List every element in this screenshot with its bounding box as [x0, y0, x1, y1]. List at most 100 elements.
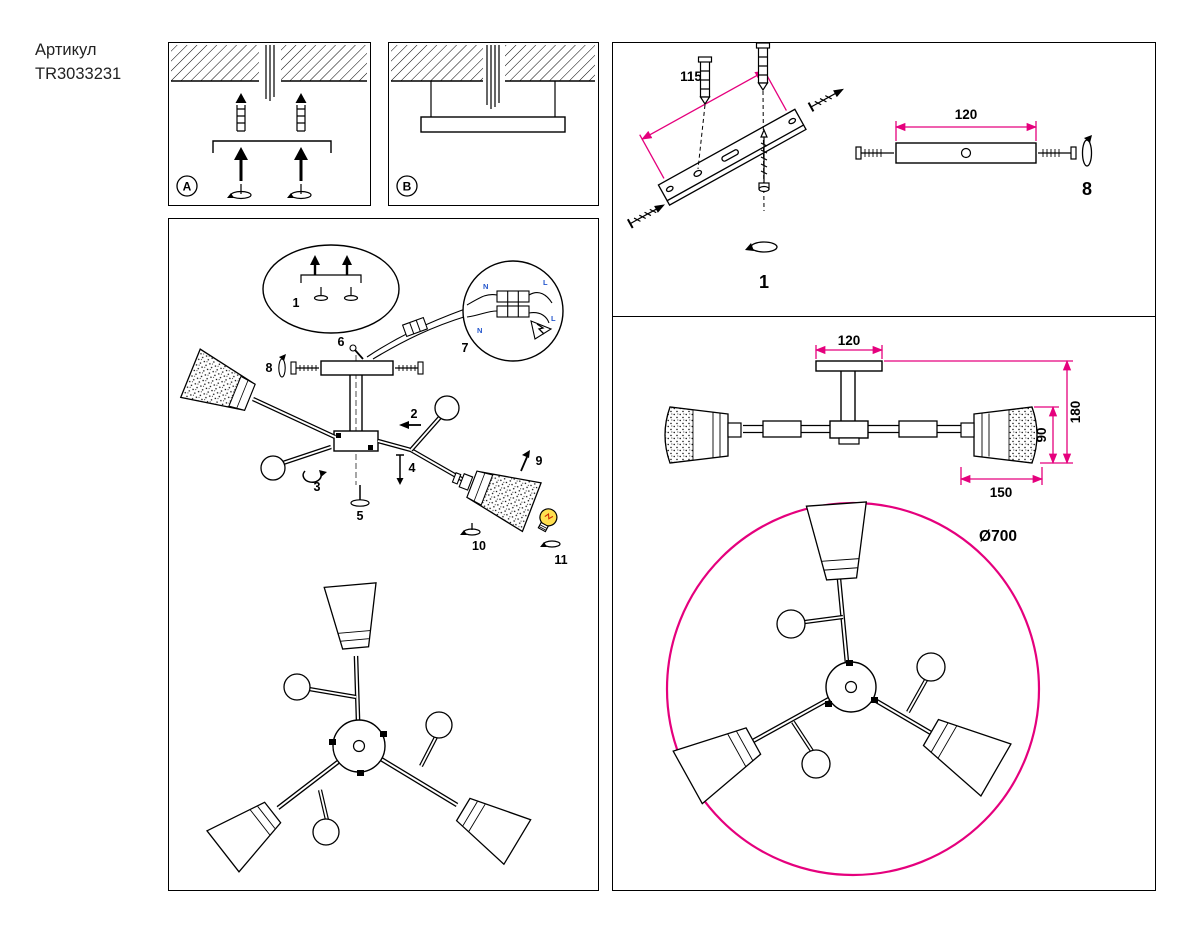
shade-top-view: [205, 801, 282, 873]
arrow-step9: [520, 450, 530, 472]
wiring-detail-bubble: N L N L: [462, 260, 564, 362]
fixture-side-view: 120: [664, 333, 1083, 500]
supply-wires: [366, 308, 468, 360]
shade-top-view: [455, 797, 532, 866]
step-4-number: 4: [409, 461, 416, 475]
twist-arrow-step3: [302, 470, 327, 483]
dim-height-label: 180: [1068, 401, 1083, 424]
lamp-socket: [458, 473, 474, 491]
up-arrow-left: [234, 147, 248, 181]
twist-symbol-left: [227, 184, 252, 200]
part-8-number: 8: [1082, 179, 1092, 199]
view-b-letter: B: [403, 180, 412, 194]
hub-screw: [329, 739, 336, 745]
panel-bracket-mounting: 115: [612, 42, 1156, 318]
pin-step4: [396, 454, 404, 485]
dim-height-lines: [884, 359, 1073, 485]
shade-side-left: [664, 406, 742, 464]
twist-symbol-step11: [540, 540, 561, 548]
twist-symbol: [343, 287, 359, 301]
canopy-assembly: [278, 354, 424, 452]
step-10-number: 10: [472, 539, 486, 553]
wall-anchor-left: [697, 56, 713, 106]
twist-symbol-step10: [460, 523, 481, 536]
ceiling-wires: [486, 45, 500, 109]
panel-dimensions: 120: [612, 316, 1156, 891]
arrow-step2: [399, 421, 421, 429]
decor-ball: [425, 711, 453, 739]
dim-canopy-lines: [814, 345, 884, 359]
pin-step5: [350, 485, 370, 507]
decor-ball: [801, 749, 831, 779]
step-8-number: 8: [266, 361, 273, 375]
up-arrow-right: [294, 147, 308, 181]
end-screw-right: [807, 88, 844, 112]
step-3-number: 3: [314, 480, 321, 494]
assembled-top-view: [205, 582, 532, 873]
bulb-filament: [544, 512, 554, 520]
canopy-plate: [420, 116, 566, 133]
hub-screw: [825, 701, 832, 707]
mounting-screw: [758, 128, 770, 193]
ceiling-wires: [265, 45, 275, 101]
twist-symbol: [313, 287, 329, 301]
dim-canopy-label: 120: [838, 333, 861, 348]
wire-label-l: L: [543, 278, 548, 287]
terminal-block: [401, 316, 429, 338]
wire-label-l2: L: [551, 314, 556, 323]
decor-ball: [312, 818, 340, 846]
dim-shade-length-label: 150: [990, 485, 1013, 500]
detail-wires: [466, 292, 553, 324]
view-a-label: A: [176, 175, 198, 197]
step-2-number: 2: [411, 407, 418, 421]
bracket-mounting-diagram: 115: [626, 43, 1093, 292]
view-b-diagram: B: [391, 45, 595, 197]
article-block: Артикул TR3033231: [35, 38, 121, 86]
bracket-front-view: 120 8: [855, 107, 1093, 199]
wall-anchor-right: [755, 43, 771, 92]
panel-view-a: A: [168, 42, 371, 206]
exploded-assembly-diagram: 1: [179, 244, 568, 873]
step-7-number: 7: [462, 341, 469, 355]
detail-bubble-step1: [262, 244, 400, 334]
twist-symbol-part1: [745, 241, 778, 253]
end-screw-left: [626, 204, 665, 229]
dim-shade-height-label: 90: [1034, 427, 1049, 442]
view-b-label: B: [396, 175, 418, 197]
anchor-left: [235, 93, 247, 132]
shade-top-view: [672, 727, 762, 805]
glass-shade-upper-left: [179, 348, 256, 411]
part-1-number: 1: [759, 272, 769, 292]
arm-rods: [751, 578, 933, 753]
view-a-diagram: A: [171, 45, 367, 200]
article-number: TR3033231: [35, 65, 122, 83]
dim-115-label: 115: [680, 69, 702, 84]
dim-120-label: 120: [955, 107, 978, 122]
voltage-warning-icon: [530, 320, 553, 340]
step-1-number: 1: [293, 296, 300, 310]
wire-label-n2: N: [477, 326, 482, 335]
hub-screw: [846, 660, 853, 666]
dimensions-diagram: 120: [664, 333, 1083, 877]
twist-symbol-right: [287, 184, 312, 200]
anchor-right: [295, 93, 307, 132]
shade-top-view: [805, 501, 868, 581]
panel-exploded-view: 1: [168, 218, 599, 891]
view-a-letter: A: [183, 180, 192, 194]
glass-shade-right: [451, 470, 542, 533]
mounting-bracket-profile: [212, 140, 332, 153]
projection-line: [697, 104, 706, 170]
decor-ball: [283, 673, 311, 701]
panel-view-b: B: [388, 42, 599, 206]
hub-screw: [871, 697, 878, 703]
screw-step6: [349, 344, 364, 360]
decor-ball: [260, 455, 286, 481]
decor-ball: [434, 395, 460, 421]
hub-screw: [380, 731, 387, 737]
step-6-number: 6: [338, 335, 345, 349]
step-5-number: 5: [357, 509, 364, 523]
wire-label-n: N: [483, 282, 488, 291]
step-11-number: 11: [554, 553, 567, 567]
arm-rods: [276, 655, 459, 821]
